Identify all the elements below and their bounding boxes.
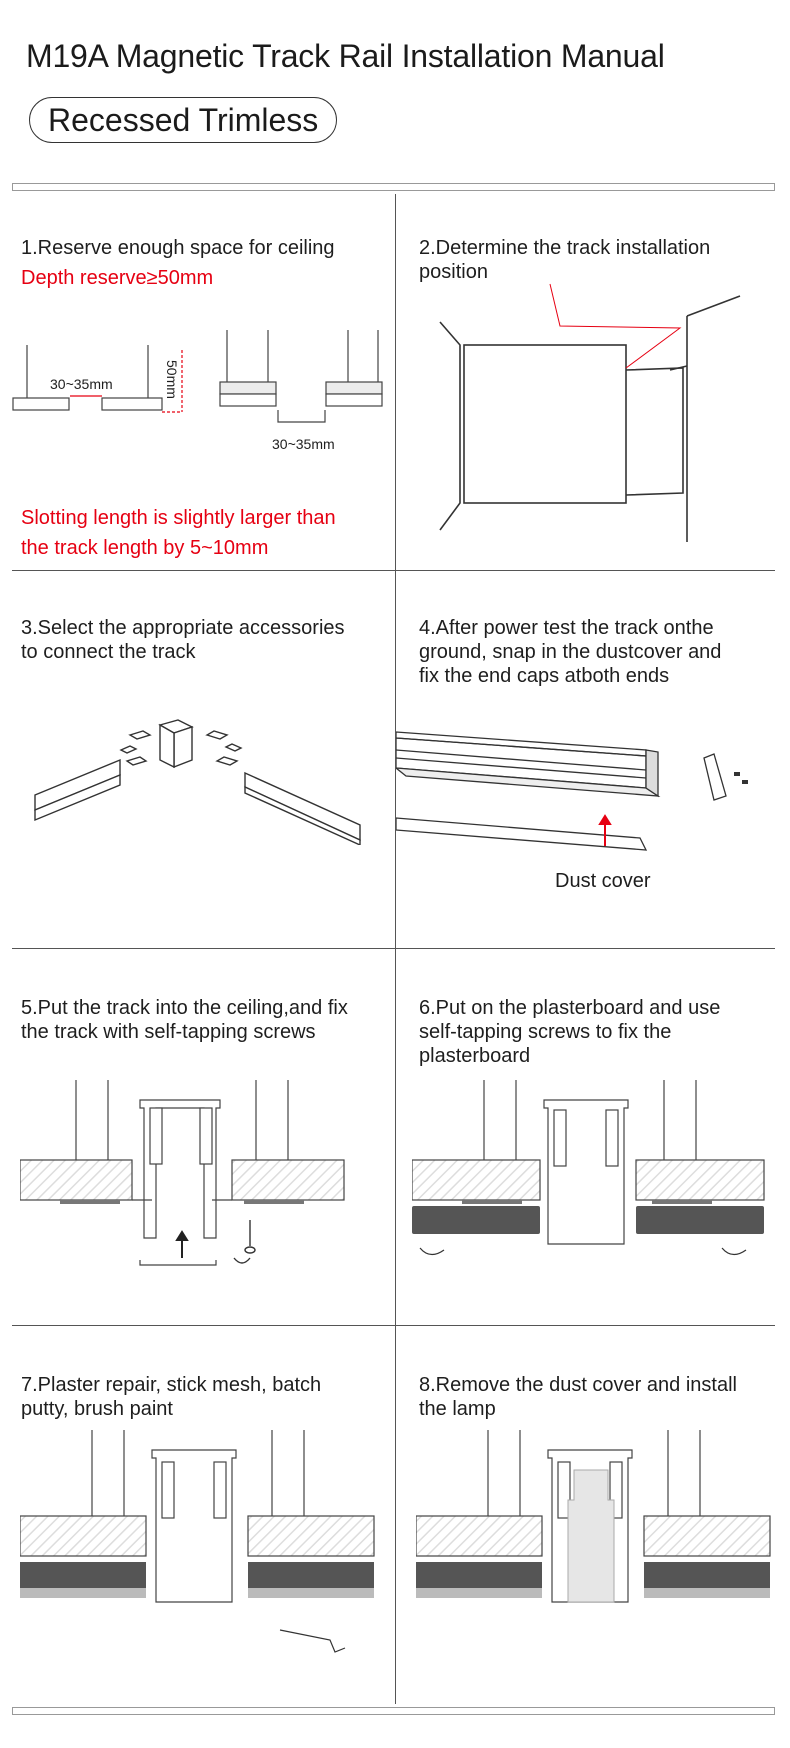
step-6-plasterboard-figure <box>412 1080 765 1256</box>
step-5-text-line-2: the track with self-tapping screws <box>21 1021 316 1043</box>
page-title: M19A Magnetic Track Rail Installation Ma… <box>26 38 665 74</box>
page-subtitle: Recessed Trimless <box>29 97 338 143</box>
step-1-gap-dimension: 30~35mm <box>50 376 113 392</box>
step-1-ceiling-space-figure <box>12 330 383 423</box>
step-2-installation-position-figure <box>439 283 741 542</box>
step-7-text-line-1: 7.Plaster repair, stick mesh, batch <box>21 1374 322 1396</box>
step-6-text-line-1: 6.Put on the plasterboard and use <box>419 997 721 1019</box>
step-7-text-line-2: putty, brush paint <box>21 1398 173 1420</box>
step-1-text: 1.Reserve enough space for ceiling <box>21 237 335 259</box>
step-2-text-line-1: 2.Determine the track installation <box>419 237 711 259</box>
step-1-depth-dimension: 50mm <box>164 360 180 399</box>
step-6-text-line-2: self-tapping screws to fix the <box>419 1021 672 1043</box>
step-1-depth-note: Depth reserve≥50mm <box>21 267 214 289</box>
step-7-plaster-repair-figure <box>20 1430 375 1653</box>
step-1-slotting-note-line-2: the track length by 5~10mm <box>21 537 269 559</box>
step-8-text-line-1: 8.Remove the dust cover and install <box>419 1374 737 1396</box>
step-5-text-line-1: 5.Put the track into the ceiling,and fix <box>21 997 348 1019</box>
step-4-dust-cover-figure <box>396 731 748 851</box>
column-divider <box>395 194 396 1704</box>
step-6-text-line-3: plasterboard <box>419 1045 531 1067</box>
row-divider-1 <box>12 570 775 571</box>
step-4-dust-cover-label: Dust cover <box>555 870 651 892</box>
step-1-slotting-note-line-1: Slotting length is slightly larger than <box>21 507 336 529</box>
step-3-text-line-2: to connect the track <box>21 641 196 663</box>
top-divider-bar <box>12 183 775 191</box>
step-3-text-line-1: 3.Select the appropriate accessories <box>21 617 345 639</box>
bottom-divider-bar <box>12 1707 775 1715</box>
step-8-install-lamp-figure <box>416 1430 771 1603</box>
step-1-gap-dimension-2: 30~35mm <box>272 436 335 452</box>
step-2-text-line-2: position <box>419 261 488 283</box>
step-8-text-line-2: the lamp <box>419 1398 496 1420</box>
step-4-text-line-2: ground, snap in the dustcover and <box>419 641 722 663</box>
row-divider-2 <box>12 948 775 949</box>
step-4-text-line-3: fix the end caps atboth ends <box>419 665 670 687</box>
step-4-text-line-1: 4.After power test the track onthe <box>419 617 714 639</box>
row-divider-3 <box>12 1325 775 1326</box>
step-5-fix-track-figure <box>20 1080 345 1266</box>
step-3-accessories-figure <box>34 719 361 845</box>
